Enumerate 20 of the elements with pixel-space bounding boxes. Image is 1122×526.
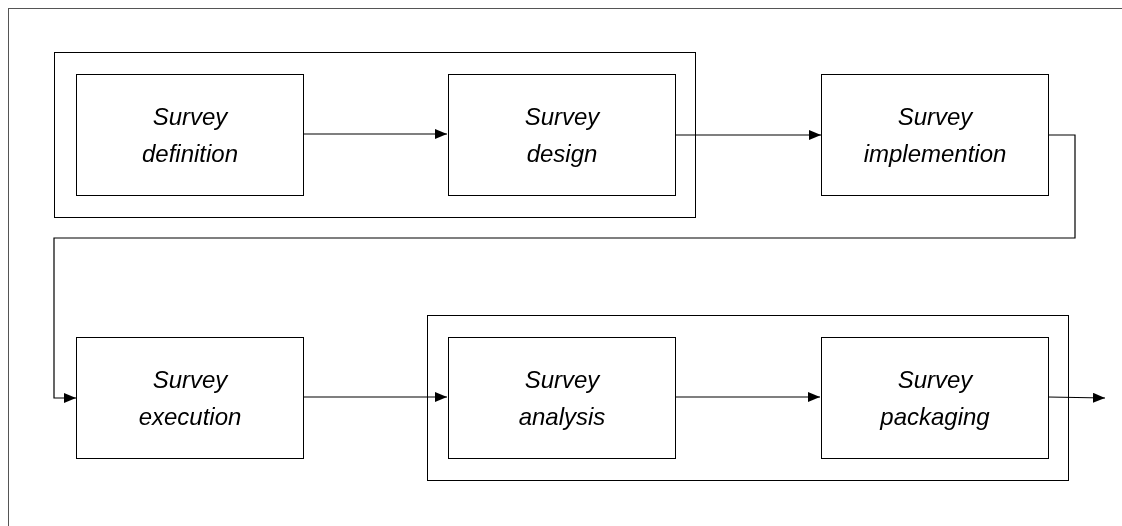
process-box [448, 74, 676, 196]
box-label: Survey execution [138, 365, 242, 432]
arrow [53, 134, 1076, 403]
process-box [448, 337, 676, 459]
arrow [303, 392, 448, 402]
arrow [674, 392, 821, 402]
process-box [76, 337, 304, 459]
group-box [54, 52, 696, 218]
group-box [427, 315, 1069, 481]
process-box [76, 74, 304, 196]
arrow [674, 130, 822, 140]
arrow [302, 129, 448, 139]
box-label: Survey packaging [880, 365, 990, 432]
box-label: Survey analysis [518, 365, 606, 432]
process-box [821, 74, 1049, 196]
box-label: Survey definition [141, 102, 239, 169]
process-box [821, 337, 1049, 459]
box-label: Survey implemention [863, 102, 1007, 169]
arrow [1047, 392, 1106, 403]
box-label: Survey design [524, 102, 600, 169]
